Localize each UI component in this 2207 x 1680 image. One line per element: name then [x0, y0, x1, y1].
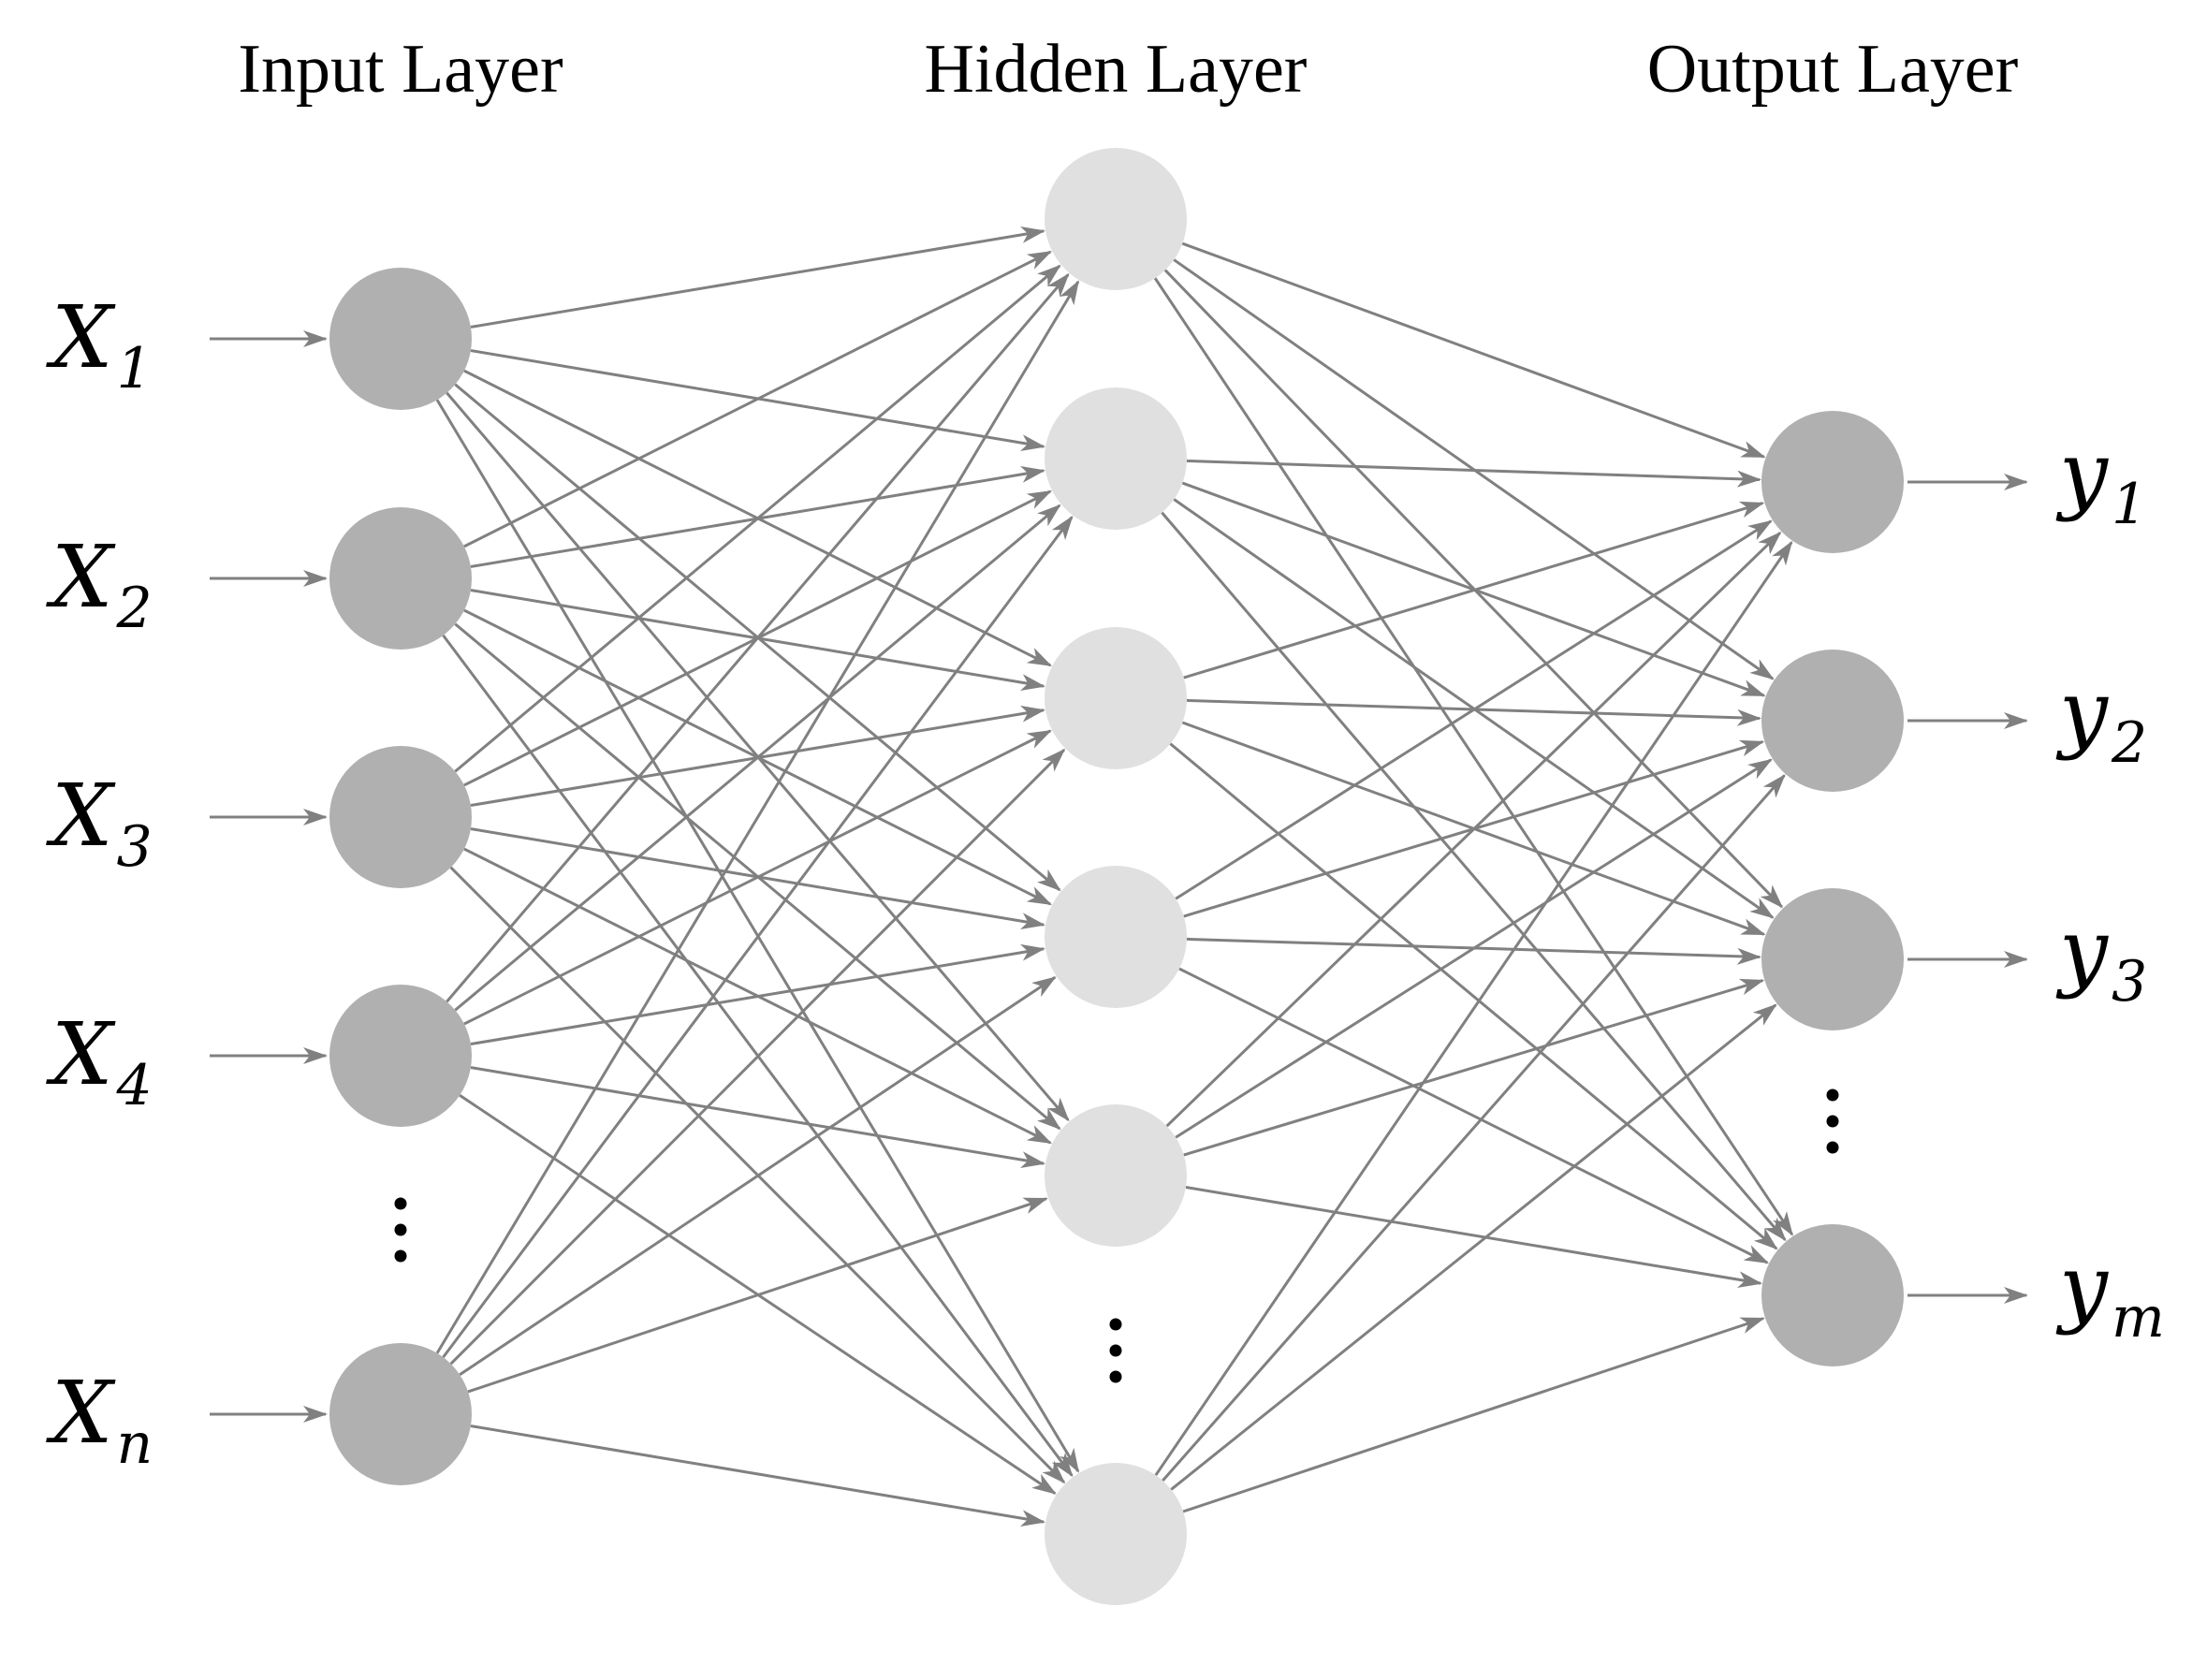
- input-label-subscript: 1: [117, 336, 153, 402]
- input-node-2: [329, 507, 472, 650]
- input-label-4: X4: [46, 1004, 153, 1118]
- connection-input-4-hidden-2: [454, 504, 1061, 1012]
- output-label-subscript: m: [2112, 1285, 2165, 1351]
- input-label-3: X3: [46, 766, 153, 880]
- connection-input-5-hidden-4: [459, 976, 1057, 1377]
- hidden-ellipsis-dot: [1109, 1318, 1122, 1331]
- connection-hidden-6-output-1: [1154, 540, 1793, 1477]
- ellipses: [394, 1088, 1839, 1383]
- hidden-ellipsis: [1109, 1318, 1122, 1383]
- connection-input-3-hidden-1: [454, 264, 1061, 773]
- connection-input-2-hidden-1: [463, 250, 1053, 548]
- input-label-subscript: 3: [117, 814, 153, 880]
- io-arrows: [210, 330, 2028, 1423]
- connection-hidden-6-output-3: [1170, 1003, 1777, 1491]
- output-label-base: y: [2055, 662, 2109, 762]
- output-node-1: [1761, 411, 1904, 553]
- output-label-base: y: [2055, 423, 2109, 523]
- connection-input-1-hidden-1: [470, 226, 1046, 329]
- hidden-node-4: [1045, 866, 1187, 1008]
- input-label-base: X: [46, 1004, 116, 1104]
- output-label-subscript: 2: [2111, 710, 2147, 776]
- output-ellipsis: [1826, 1088, 1839, 1154]
- output-node-3: [1761, 888, 1904, 1030]
- connection-hidden-6-output-2: [1162, 774, 1786, 1482]
- connection-hidden-3-output-4: [1169, 742, 1778, 1250]
- connection-hidden-2-output-4: [1161, 511, 1787, 1242]
- connection-hidden-3-output-1: [1183, 501, 1765, 679]
- hidden-layer-title: Hidden Layer: [925, 31, 1308, 108]
- output-label-subscript: 3: [2112, 949, 2147, 1015]
- input-label-base: X: [46, 1363, 116, 1463]
- input-node-5: [329, 1343, 472, 1485]
- output-ellipsis-dot: [1826, 1141, 1839, 1154]
- input-ellipsis-dot: [394, 1223, 407, 1236]
- nodes: [329, 148, 1904, 1605]
- connection-input-5-hidden-3: [449, 748, 1066, 1366]
- connection-input-5-hidden-5: [467, 1197, 1048, 1394]
- output-node-4: [1761, 1224, 1904, 1366]
- hidden-ellipsis-dot: [1109, 1370, 1122, 1383]
- hidden-node-1: [1045, 148, 1187, 290]
- output-ellipsis-dot: [1826, 1115, 1839, 1128]
- hidden-ellipsis-dot: [1109, 1344, 1122, 1357]
- input-label-1: X1: [46, 287, 153, 402]
- connection-input-4-hidden-5: [470, 1066, 1046, 1169]
- input-node-4: [329, 985, 472, 1127]
- connection-input-5-hidden-1: [435, 280, 1080, 1354]
- input-ellipsis-dot: [394, 1249, 407, 1263]
- output-ellipsis-dot: [1826, 1088, 1839, 1102]
- output-label-4: ym: [2055, 1236, 2165, 1351]
- connection-input-5-hidden-2: [442, 515, 1074, 1359]
- input-label-base: X: [46, 527, 116, 627]
- input-label-subscript: n: [117, 1411, 153, 1477]
- connection-input-4-hidden-4: [470, 943, 1046, 1046]
- input-label-base: X: [46, 287, 116, 387]
- output-label-base: y: [2055, 900, 2109, 1001]
- output-node-2: [1761, 650, 1904, 792]
- connection-hidden-4-output-1: [1175, 519, 1773, 900]
- output-layer-title: Output Layer: [1647, 31, 2019, 108]
- input-node-3: [329, 746, 472, 888]
- hidden-node-6: [1045, 1463, 1187, 1605]
- output-label-3: y3: [2055, 900, 2147, 1015]
- connection-hidden-6-output-4: [1182, 1317, 1765, 1513]
- hidden-node-5: [1045, 1104, 1187, 1247]
- input-label-subscript: 4: [116, 1053, 153, 1118]
- hidden-node-2: [1045, 387, 1187, 530]
- connections: [435, 226, 1794, 1527]
- output-label-2: y2: [2055, 662, 2147, 776]
- input-label-base: X: [46, 766, 116, 866]
- connection-hidden-5-output-2: [1175, 758, 1773, 1139]
- connection-hidden-5-output-4: [1185, 1186, 1763, 1289]
- input-ellipsis-dot: [394, 1197, 407, 1210]
- input-node-1: [329, 268, 472, 410]
- output-label-base: y: [2055, 1236, 2109, 1337]
- connection-hidden-5-output-3: [1183, 978, 1765, 1157]
- input-label-2: X2: [46, 527, 153, 641]
- output-label-subscript: 1: [2112, 472, 2147, 537]
- connection-hidden-5-output-1: [1165, 531, 1782, 1128]
- output-label-1: y1: [2055, 423, 2147, 537]
- connection-hidden-1-output-1: [1181, 241, 1766, 459]
- connection-input-4-hidden-1: [446, 272, 1070, 1003]
- input-ellipsis: [394, 1197, 407, 1263]
- hidden-node-3: [1045, 627, 1187, 769]
- connection-input-4-hidden-3: [463, 729, 1053, 1026]
- input-layer-title: Input Layer: [238, 31, 563, 108]
- connection-hidden-2-output-1: [1186, 459, 1762, 488]
- connection-input-5-hidden-6: [470, 1424, 1046, 1527]
- input-label-subscript: 2: [116, 576, 153, 641]
- input-label-5: Xn: [46, 1363, 153, 1477]
